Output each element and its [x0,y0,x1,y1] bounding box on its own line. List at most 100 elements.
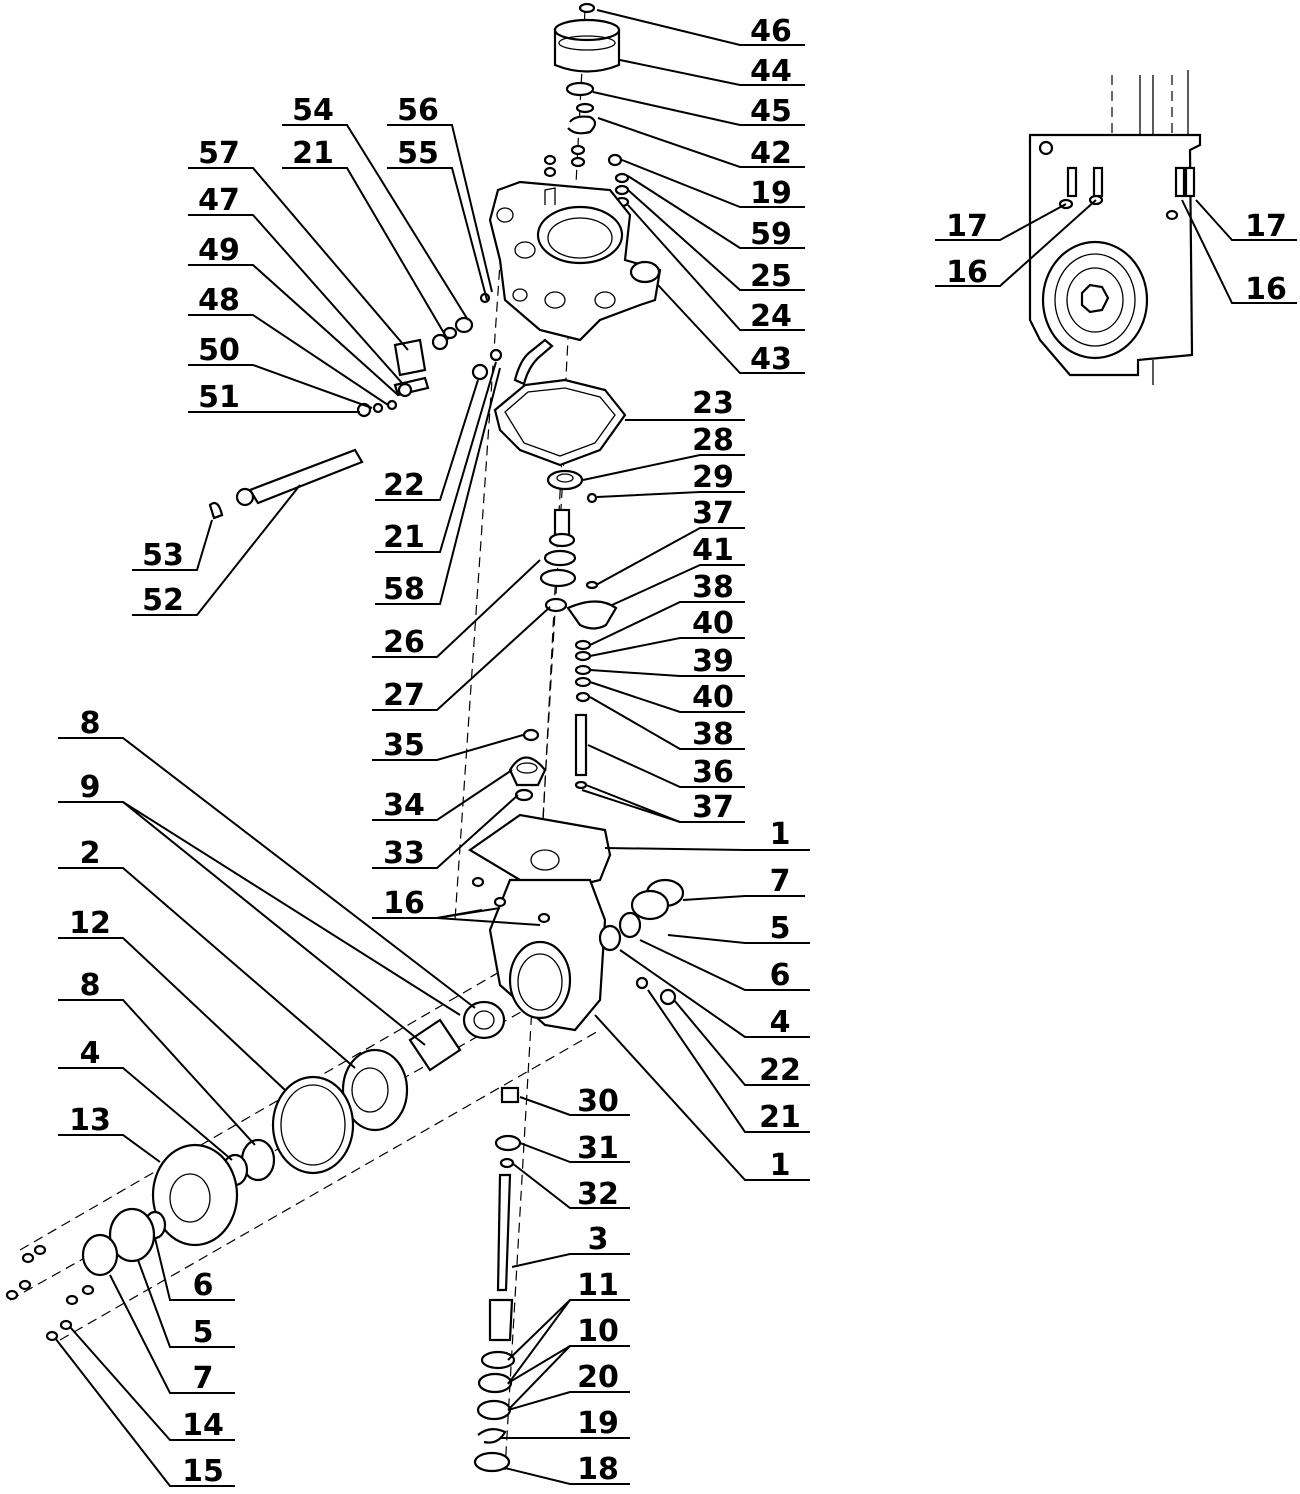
label-1-bottom: 1 [770,1148,791,1183]
part-21-link-b [489,348,503,362]
label-49: 49 [198,233,240,268]
part-10 [477,1372,513,1394]
part-42 [567,115,597,135]
label-41: 41 [692,533,734,568]
part-33 [514,788,534,802]
label-50: 50 [198,333,240,368]
label-6-left: 6 [193,1268,214,1303]
label-21-link: 21 [383,520,425,555]
label-43: 43 [750,342,792,377]
label-8-top: 8 [80,706,101,741]
label-36: 36 [692,755,734,790]
inset-bolt-right [1174,166,1186,198]
part-19-clip [477,1428,507,1444]
label-39: 39 [692,644,734,679]
label-44: 44 [750,54,792,89]
part-6 [618,911,642,939]
label-17-inset-right: 17 [1245,209,1287,244]
part-5-b [108,1207,156,1263]
label-3: 3 [588,1222,609,1257]
label-12: 12 [69,906,111,941]
pipe [513,338,554,386]
label-59: 59 [750,217,792,252]
part-22-side [659,988,677,1006]
part-34 [508,756,547,787]
part-2-gear [341,1048,409,1132]
label-6-right: 6 [770,958,791,993]
part-27 [544,597,568,613]
label-51: 51 [198,380,240,415]
label-16-inset-right: 16 [1245,272,1287,307]
label-5-left: 5 [193,1315,214,1350]
label-15: 15 [182,1454,224,1489]
part-21-side [635,976,649,990]
label-4-right: 4 [770,1005,791,1040]
part-52-rod [248,448,364,505]
part-57-plate [393,338,427,377]
linkage-parts [208,292,503,520]
label-13: 13 [69,1103,111,1138]
label-11: 11 [577,1268,619,1303]
label-2: 2 [80,836,101,871]
label-22-link: 22 [383,468,425,503]
label-38-top: 38 [692,570,734,605]
inset-nut [1080,283,1110,314]
label-34: 34 [383,788,425,823]
part-4 [598,924,622,952]
part-19-top [607,153,623,167]
part-37-top [585,580,599,590]
part-3-shaft [496,1173,512,1292]
part-43-boss [629,260,661,284]
label-33: 33 [383,836,425,871]
label-7-left: 7 [193,1361,214,1396]
label-58: 58 [383,572,425,607]
part-20 [476,1399,512,1421]
part-18 [473,1451,511,1473]
inset-bolt-left [1066,166,1078,198]
part-32 [499,1157,515,1169]
label-32: 32 [577,1177,619,1212]
part-22-link [471,363,489,381]
label-37-bottom: 37 [692,790,734,825]
label-19-top: 19 [750,176,792,211]
label-40-top: 40 [692,606,734,641]
label-16-bolts: 16 [383,886,425,921]
part-14 [59,1319,73,1331]
label-29: 29 [692,460,734,495]
part-9-worm [408,1018,462,1072]
part-5 [630,889,670,921]
main-housing [467,813,685,1032]
label-48: 48 [198,283,240,318]
label-9: 9 [80,770,101,805]
part-26-shaft [553,508,571,537]
label-55: 55 [397,136,439,171]
part-1-flange [467,813,612,892]
label-28: 28 [692,423,734,458]
label-46: 46 [750,14,792,49]
part-28-bearing [546,469,584,491]
label-30: 30 [577,1084,619,1119]
horizontal-shaft-assembly [5,1000,506,1342]
part-41-gear [566,600,618,630]
label-21-top: 21 [292,136,334,171]
part-7-b [81,1233,119,1277]
bolt-16 [471,876,485,888]
label-8-bottom: 8 [80,968,101,1003]
part-45 [565,81,595,97]
label-54: 54 [292,93,334,128]
label-17-inset-left: 17 [946,209,988,244]
bolt-14-a [33,1244,47,1256]
part-53 [208,501,224,520]
part-8-bearing [462,1000,506,1040]
label-21-right: 21 [759,1100,801,1135]
label-47: 47 [198,183,240,218]
label-42: 42 [750,136,792,171]
part-15 [45,1330,59,1342]
label-22-right: 22 [759,1053,801,1088]
part-11 [480,1350,516,1370]
label-37-top: 37 [692,496,734,531]
part-30 [500,1086,520,1104]
part-31 [494,1134,522,1152]
